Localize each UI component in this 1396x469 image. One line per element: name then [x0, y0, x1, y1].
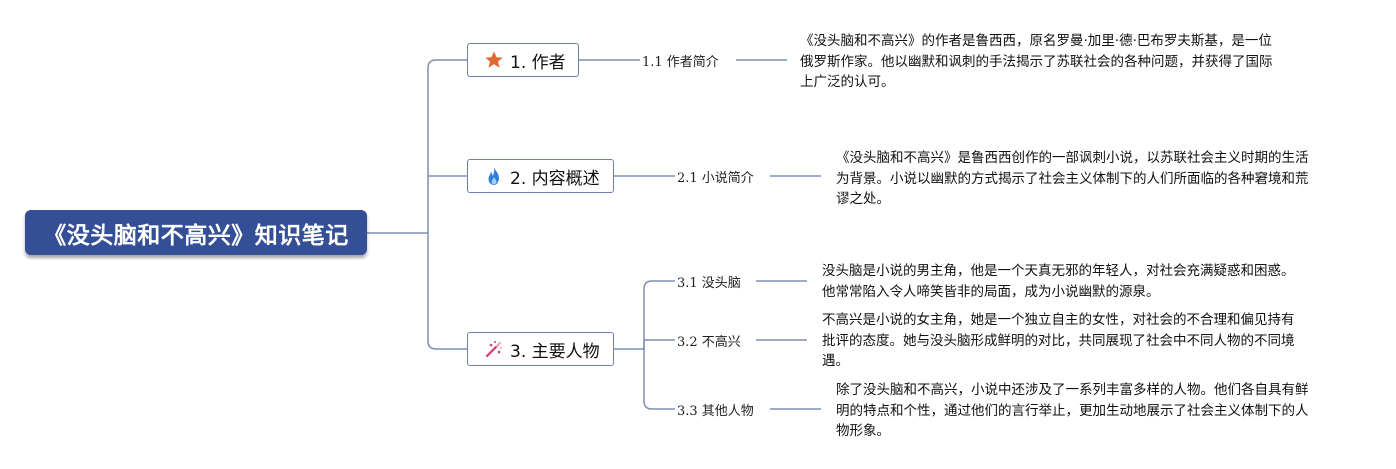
- branch-label: 1. 作者: [510, 52, 566, 73]
- branch-label: 3. 主要人物: [510, 341, 600, 362]
- note-line: 批评的态度。她与没头脑形成鲜明的对比，共同展现了社会中不同人物的不同境: [822, 332, 1295, 349]
- sparkle-icon: [485, 341, 502, 358]
- connector-sub-3-3: [643, 349, 675, 410]
- branch-author[interactable]: 1. 作者: [467, 43, 579, 77]
- flame-icon: [488, 167, 499, 185]
- note-line: 他常常陷入令人啼笑皆非的局面，成为小说幽默的源泉。: [822, 283, 1160, 300]
- note-meitounao: 没头脑是小说的男主角，他是一个天真无邪的年轻人，对社会充满疑惑和困惑。 他常常陷…: [822, 261, 1295, 302]
- root-topic[interactable]: 《没头脑和不高兴》知识笔记: [25, 210, 367, 255]
- note-bugaoxing: 不高兴是小说的女主角，她是一个独立自主的女性，对社会的不合理和偏见持有 批评的态…: [822, 310, 1295, 372]
- note-line: 《没头脑和不高兴》的作者是鲁西西，原名罗曼·加里·德·巴布罗夫斯基，是一位: [800, 33, 1272, 49]
- subtopic-author-intro[interactable]: 1.1 作者简介: [642, 55, 719, 70]
- note-line: 物形象。: [836, 423, 890, 439]
- branch-content-overview[interactable]: 2. 内容概述: [467, 159, 614, 193]
- root-title: 《没头脑和不高兴》知识笔记: [43, 222, 349, 249]
- note-line: 明的特点和个性，通过他们的言行举止，更加生动地展示了社会主义体制下的人: [836, 402, 1309, 419]
- note-line: 没头脑是小说的男主角，他是一个天真无邪的年轻人，对社会充满疑惑和困惑。: [822, 263, 1295, 279]
- note-line: 不高兴是小说的女主角，她是一个独立自主的女性，对社会的不合理和偏见持有: [822, 312, 1295, 328]
- branch-label: 2. 内容概述: [510, 168, 600, 189]
- subtopic-meitounao[interactable]: 3.1 没头脑: [677, 276, 741, 291]
- note-line: 谬之处。: [836, 191, 890, 207]
- connector-sub-3-1: [643, 280, 675, 349]
- note-novel-intro: 《没头脑和不高兴》是鲁西西创作的一部讽刺小说，以苏联社会主义时期的生活 为背景。…: [836, 148, 1309, 210]
- subtopic-novel-intro[interactable]: 2.1 小说简介: [677, 171, 754, 186]
- note-line: 为背景。小说以幽默的方式揭示了社会主义体制下的人们所面临的各种窘境和荒: [836, 170, 1309, 187]
- subtopic-other-characters[interactable]: 3.3 其他人物: [677, 404, 754, 419]
- note-line: 除了没头脑和不高兴，小说中还涉及了一系列丰富多样的人物。他们各自具有鲜: [836, 382, 1309, 398]
- branch-main-characters[interactable]: 3. 主要人物: [467, 332, 614, 366]
- subtopic-bugaoxing[interactable]: 3.2 不高兴: [677, 335, 741, 350]
- note-other-characters: 除了没头脑和不高兴，小说中还涉及了一系列丰富多样的人物。他们各自具有鲜 明的特点…: [836, 380, 1309, 442]
- connector-branch-1: [427, 59, 467, 233]
- note-line: 俄罗斯作家。他以幽默和讽刺的手法揭示了苏联社会的各种问题，并获得了国际: [800, 53, 1273, 70]
- note-line: 《没头脑和不高兴》是鲁西西创作的一部讽刺小说，以苏联社会主义时期的生活: [836, 150, 1309, 166]
- note-author-intro: 《没头脑和不高兴》的作者是鲁西西，原名罗曼·加里·德·巴布罗夫斯基，是一位 俄罗…: [800, 31, 1273, 93]
- connector-branch-3: [427, 233, 467, 350]
- star-icon: [485, 51, 503, 68]
- note-line: 上广泛的认可。: [800, 74, 895, 90]
- note-line: 遇。: [822, 353, 849, 369]
